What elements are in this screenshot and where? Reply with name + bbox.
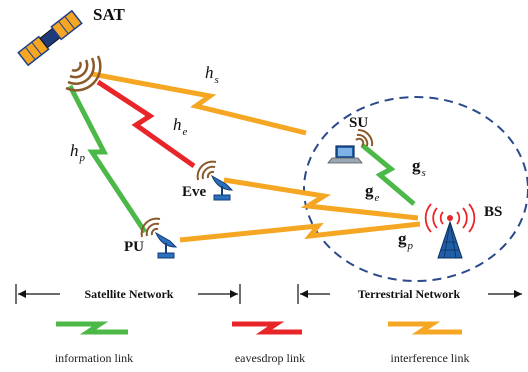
- su-label: SU: [349, 115, 368, 131]
- su-signal-icon: [355, 128, 374, 147]
- link-gp: [179, 221, 421, 243]
- legend-eavesdrop-label: eavesdrop link: [235, 351, 305, 365]
- satellite-signal-icon: [65, 55, 102, 92]
- ge-label: ge: [365, 181, 380, 204]
- link-ge: [223, 177, 419, 221]
- link-gs: [360, 143, 416, 206]
- bs-label: BS: [484, 204, 502, 220]
- eve-signal-icon: [196, 160, 217, 181]
- bs-tower-icon: [437, 215, 463, 259]
- legend-eavesdrop-swatch: [232, 321, 302, 335]
- bs-signal-icon: [424, 203, 476, 233]
- satellite-icon: [17, 9, 83, 67]
- pu-signal-icon: [140, 217, 161, 238]
- terrestrial-network-span: [297, 284, 522, 304]
- link-hs: [91, 71, 307, 136]
- satellite-network-label: Satellite Network: [85, 287, 174, 301]
- eve-dish-icon: [210, 174, 234, 201]
- legend: information link eavesdrop link interfer…: [55, 321, 470, 365]
- link-he: [96, 79, 196, 169]
- eve-label: Eve: [182, 184, 207, 200]
- sat-label: SAT: [93, 5, 125, 24]
- pu-dish-icon: [154, 231, 178, 259]
- terrestrial-network-label: Terrestrial Network: [358, 287, 461, 301]
- he-label: he: [173, 115, 188, 138]
- legend-interference-swatch: [388, 321, 462, 335]
- gp-label: gp: [398, 229, 414, 252]
- pu-label: PU: [124, 239, 144, 255]
- hp-label: hp: [70, 141, 86, 164]
- satellite-network-span: [15, 284, 241, 304]
- legend-information-label: information link: [55, 351, 133, 365]
- su-laptop-icon: [327, 145, 363, 164]
- hs-label: hs: [205, 63, 219, 86]
- legend-interference-label: interference link: [391, 351, 470, 365]
- link-hp: [67, 84, 148, 234]
- terrestrial-boundary: [303, 96, 528, 282]
- gs-label: gs: [412, 156, 426, 179]
- legend-information-swatch: [56, 321, 128, 335]
